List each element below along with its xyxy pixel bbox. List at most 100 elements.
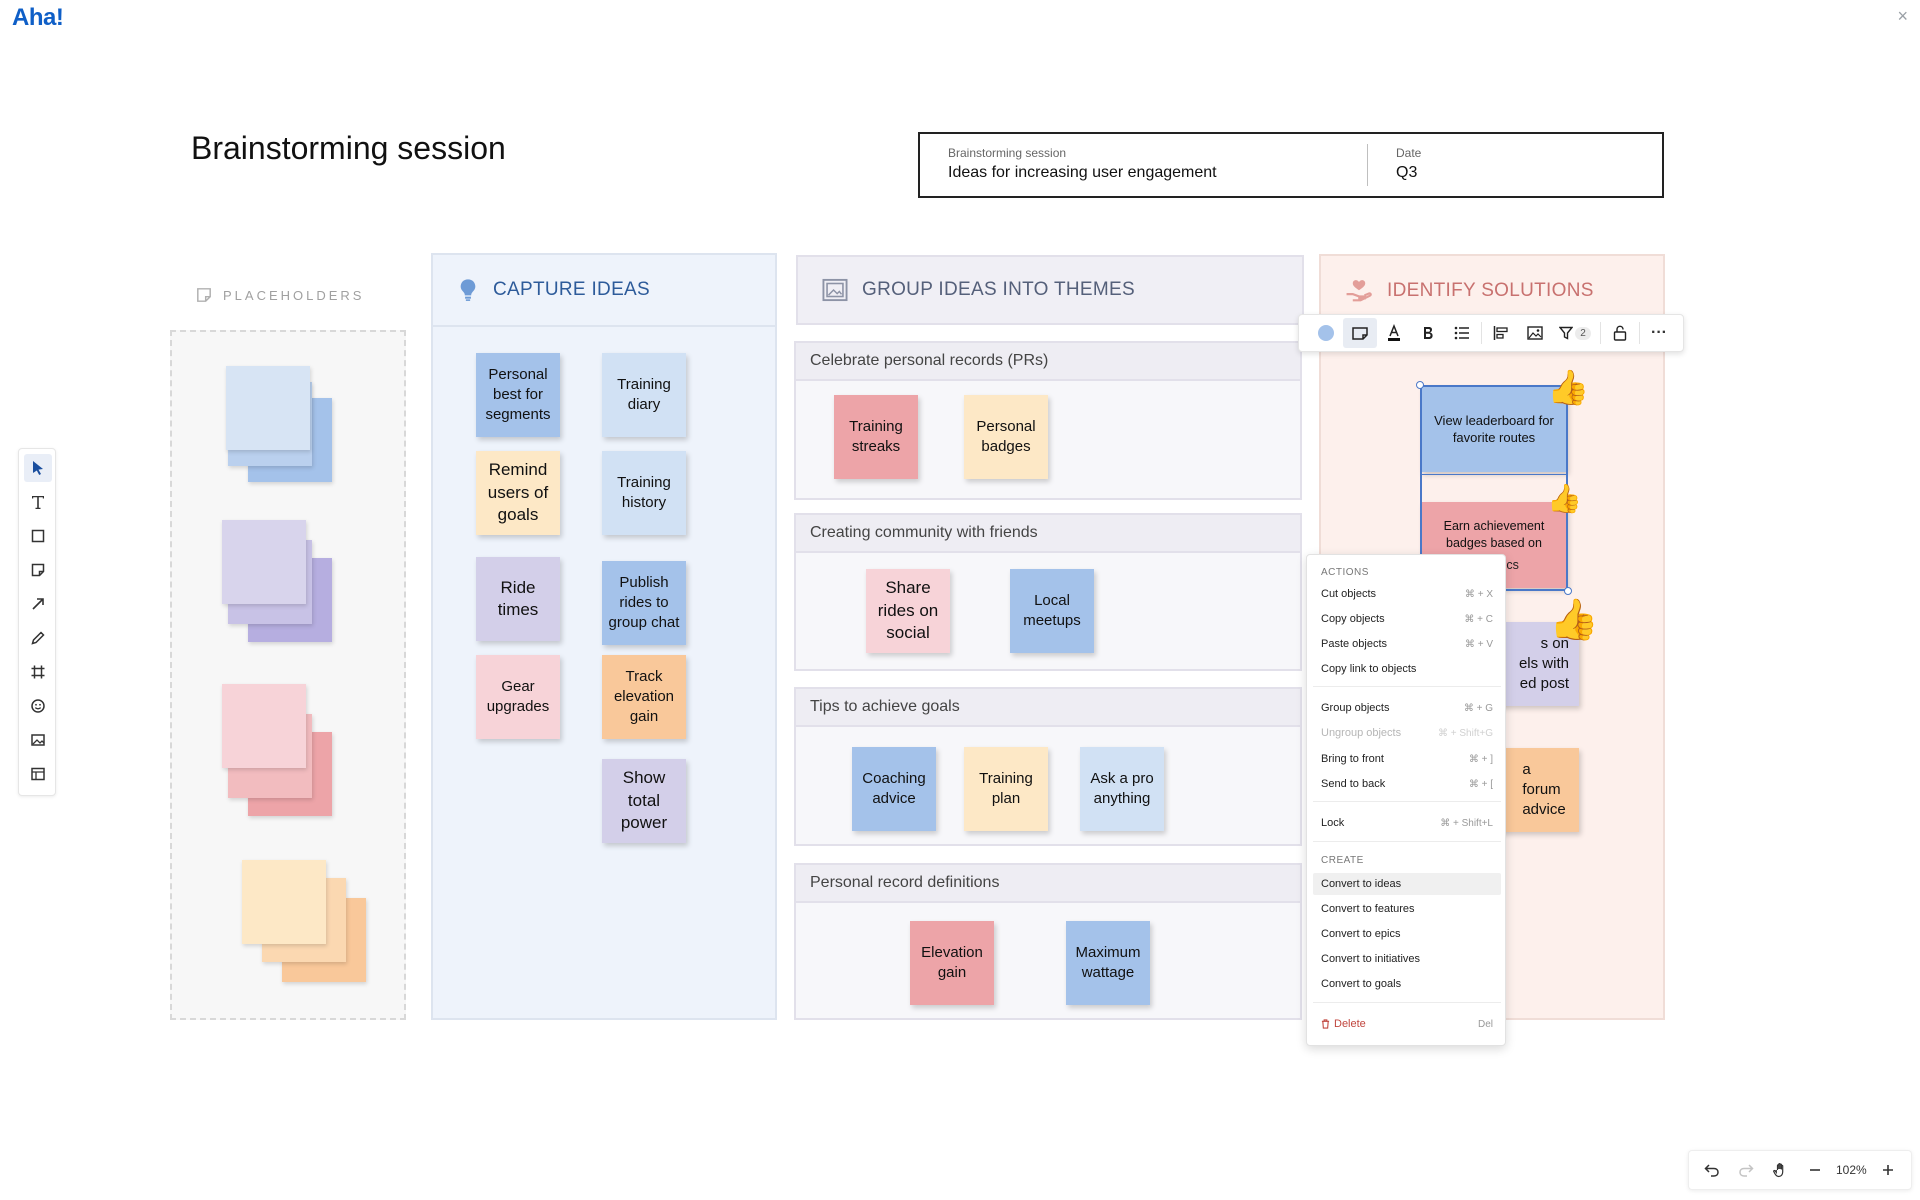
- bullet-list-icon: [1454, 326, 1469, 340]
- theme-title: Celebrate personal records (PRs): [796, 343, 1300, 381]
- lock-item[interactable]: Lock⌘ + Shift+L: [1321, 817, 1493, 829]
- sticky-note[interactable]: Training diary: [602, 353, 686, 437]
- more-options-button[interactable]: ···: [1642, 318, 1676, 348]
- group-ideas-column: GROUP IDEAS INTO THEMES: [796, 255, 1304, 325]
- trash-icon: [1321, 1019, 1330, 1029]
- zoom-level[interactable]: 102%: [1836, 1163, 1867, 1177]
- sticky-note[interactable]: Training streaks: [834, 395, 918, 479]
- convert-to-ideas-item[interactable]: Convert to ideas: [1313, 873, 1501, 895]
- zoom-out-icon[interactable]: [1802, 1157, 1828, 1183]
- emoji-tool-icon[interactable]: [24, 692, 52, 720]
- resize-handle[interactable]: [1564, 381, 1572, 389]
- pen-tool-icon[interactable]: [24, 624, 52, 652]
- close-icon[interactable]: ×: [1897, 6, 1908, 26]
- align-button[interactable]: [1484, 318, 1518, 348]
- sticky-note[interactable]: Track elevation gain: [602, 655, 686, 739]
- sticky-note-text: Earn achievement badges based on: [1443, 519, 1545, 550]
- send-to-back-item[interactable]: Send to back⌘ + [: [1321, 778, 1493, 790]
- theme-frame[interactable]: Personal record definitions Elevation ga…: [794, 863, 1302, 1020]
- sticky-note[interactable]: Ride times: [476, 557, 560, 641]
- session-label: Brainstorming session: [948, 146, 1067, 160]
- sticky-note[interactable]: s on els with ed post: [1495, 622, 1579, 706]
- theme-frame[interactable]: Tips to achieve goals Coaching advice Tr…: [794, 687, 1302, 846]
- convert-to-features-item[interactable]: Convert to features: [1321, 903, 1415, 915]
- zoom-in-icon[interactable]: [1875, 1157, 1901, 1183]
- sticky-note[interactable]: Elevation gain: [910, 921, 994, 1005]
- date-cell[interactable]: Date Q3: [1367, 144, 1662, 186]
- theme-frame[interactable]: Creating community with friends Share ri…: [794, 513, 1302, 671]
- filter-icon: [1559, 326, 1574, 340]
- group-ideas-header: GROUP IDEAS INTO THEMES: [798, 257, 1302, 323]
- bold-button[interactable]: [1411, 318, 1445, 348]
- resize-handle[interactable]: [1416, 381, 1424, 389]
- theme-title: Tips to achieve goals: [796, 689, 1300, 727]
- session-cell[interactable]: Brainstorming session Ideas for increasi…: [920, 134, 1367, 196]
- capture-ideas-column: CAPTURE IDEAS Personal best for segments…: [431, 253, 777, 1020]
- lock-button[interactable]: [1603, 318, 1637, 348]
- redo-icon[interactable]: [1733, 1157, 1759, 1183]
- copy-objects-item[interactable]: Copy objects⌘ + C: [1321, 613, 1493, 625]
- text-tool-icon[interactable]: [24, 488, 52, 516]
- fill-color-button[interactable]: [1309, 318, 1343, 348]
- theme-frame[interactable]: Celebrate personal records (PRs) Trainin…: [794, 341, 1302, 500]
- placeholder-note-red[interactable]: [222, 684, 306, 768]
- placeholder-note-purple[interactable]: [222, 520, 306, 604]
- sticky-note[interactable]: Personal badges: [964, 395, 1048, 479]
- convert-to-epics-item[interactable]: Convert to epics: [1321, 928, 1401, 940]
- convert-to-initiatives-item[interactable]: Convert to initiatives: [1321, 953, 1421, 965]
- menu-divider: [1313, 841, 1501, 842]
- filter-button[interactable]: 2: [1552, 318, 1598, 348]
- sticky-note[interactable]: View leaderboard for favorite routes: [1421, 386, 1567, 472]
- sticky-note[interactable]: Share rides on social: [866, 569, 950, 653]
- sticky-note[interactable]: Coaching advice: [852, 747, 936, 831]
- list-button[interactable]: [1445, 318, 1479, 348]
- sticky-note[interactable]: Gear upgrades: [476, 655, 560, 739]
- sticky-note[interactable]: a forum advice: [1495, 748, 1579, 832]
- text-color-button[interactable]: [1377, 318, 1411, 348]
- copy-link-item[interactable]: Copy link to objects: [1321, 663, 1417, 675]
- placeholder-note-blue[interactable]: [226, 366, 310, 450]
- sticky-note[interactable]: Local meetups: [1010, 569, 1094, 653]
- ellipsis-icon: ···: [1651, 324, 1667, 341]
- placeholder-note-orange[interactable]: [242, 860, 326, 944]
- menu-divider: [1313, 686, 1501, 687]
- sticky-note[interactable]: Personal best for segments: [476, 353, 560, 437]
- convert-to-goals-item[interactable]: Convert to goals: [1321, 978, 1402, 990]
- bring-to-front-item[interactable]: Bring to front⌘ + ]: [1321, 753, 1493, 765]
- shape-tool-icon[interactable]: [24, 522, 52, 550]
- sticky-note[interactable]: Ask a pro anything: [1080, 747, 1164, 831]
- sticky-note[interactable]: Publish rides to group chat: [602, 561, 686, 645]
- placeholders-area: [170, 330, 406, 1020]
- align-left-icon: [1493, 326, 1508, 340]
- toolbar-divider: [1639, 322, 1640, 344]
- paste-objects-item[interactable]: Paste objects⌘ + V: [1321, 638, 1493, 650]
- image-tool-icon[interactable]: [24, 726, 52, 754]
- aha-logo[interactable]: Aha!: [12, 4, 64, 31]
- sticky-note[interactable]: Training history: [602, 451, 686, 535]
- group-ideas-title: GROUP IDEAS INTO THEMES: [862, 279, 1135, 300]
- group-objects-item[interactable]: Group objects⌘ + G: [1321, 702, 1493, 714]
- sticky-note[interactable]: Maximum wattage: [1066, 921, 1150, 1005]
- hand-pan-icon[interactable]: [1768, 1157, 1794, 1183]
- arrow-tool-icon[interactable]: [24, 590, 52, 618]
- image-button[interactable]: [1518, 318, 1552, 348]
- placeholders-title: PLACEHOLDERS: [223, 287, 365, 303]
- sticky-note-tool-icon[interactable]: [24, 556, 52, 584]
- select-tool-icon[interactable]: [24, 454, 52, 482]
- sticky-note-text: forum: [1522, 780, 1561, 798]
- template-tool-icon[interactable]: [24, 760, 52, 788]
- helping-hand-icon: [1346, 280, 1372, 302]
- resize-handle[interactable]: [1564, 587, 1572, 595]
- sticky-note[interactable]: Training plan: [964, 747, 1048, 831]
- undo-icon[interactable]: [1699, 1157, 1725, 1183]
- delete-item[interactable]: Delete Del: [1313, 1013, 1501, 1035]
- note-style-button[interactable]: [1343, 318, 1377, 348]
- sticky-note[interactable]: Show total power: [602, 759, 686, 843]
- identify-solutions-header: IDENTIFY SOLUTIONS: [1321, 256, 1663, 326]
- thumbs-up-icon: 👍: [1547, 483, 1582, 514]
- frame-tool-icon[interactable]: [24, 658, 52, 686]
- cut-objects-item[interactable]: Cut objects⌘ + X: [1321, 588, 1493, 600]
- theme-title: Creating community with friends: [796, 515, 1300, 553]
- toolbar-divider: [1481, 322, 1482, 344]
- sticky-note[interactable]: Remind users of goals: [476, 451, 560, 535]
